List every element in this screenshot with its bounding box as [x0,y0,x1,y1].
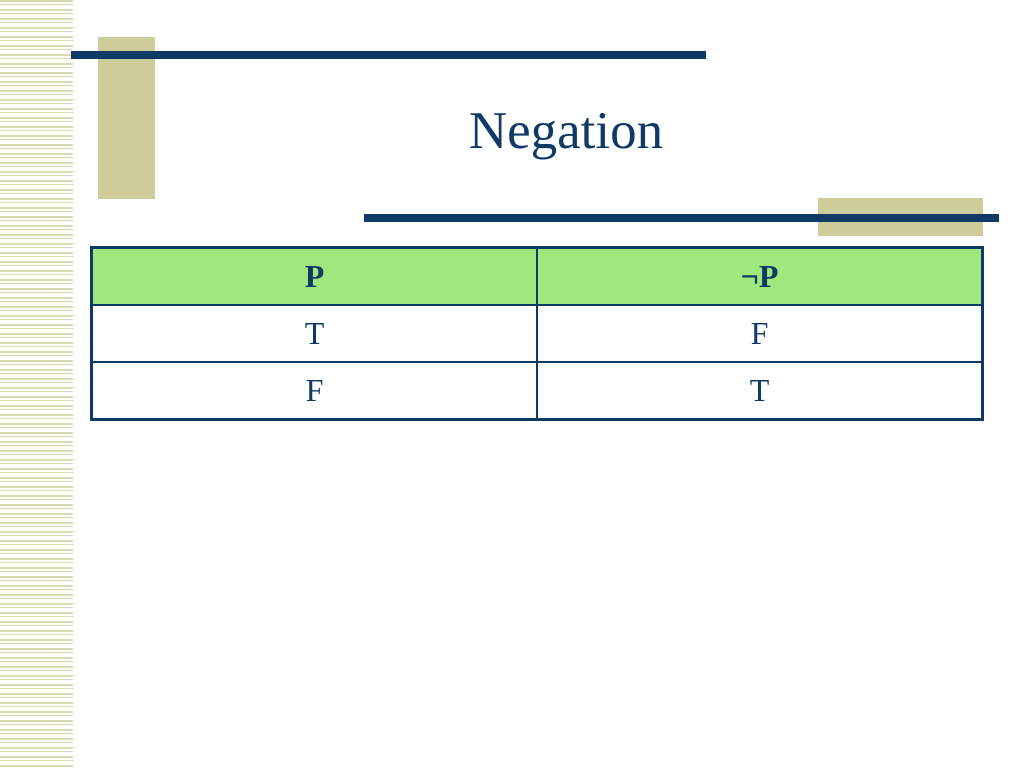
table-row: F T [90,361,984,421]
title-rule-bottom [364,214,999,222]
left-stripe-decoration [0,0,73,768]
header-p: P [90,246,538,306]
table-header-row: P ¬P [90,246,984,306]
table-cell: F [536,304,984,363]
header-not-p: ¬P [536,246,984,306]
table-cell: F [90,361,538,421]
slide-title: Negation [468,102,664,160]
accent-block-top [98,37,155,199]
table-cell: T [536,361,984,421]
table-row: T F [90,304,984,363]
table-cell: T [90,304,538,363]
title-rule-top [71,51,706,59]
truth-table: P ¬P T F F T [90,246,984,421]
